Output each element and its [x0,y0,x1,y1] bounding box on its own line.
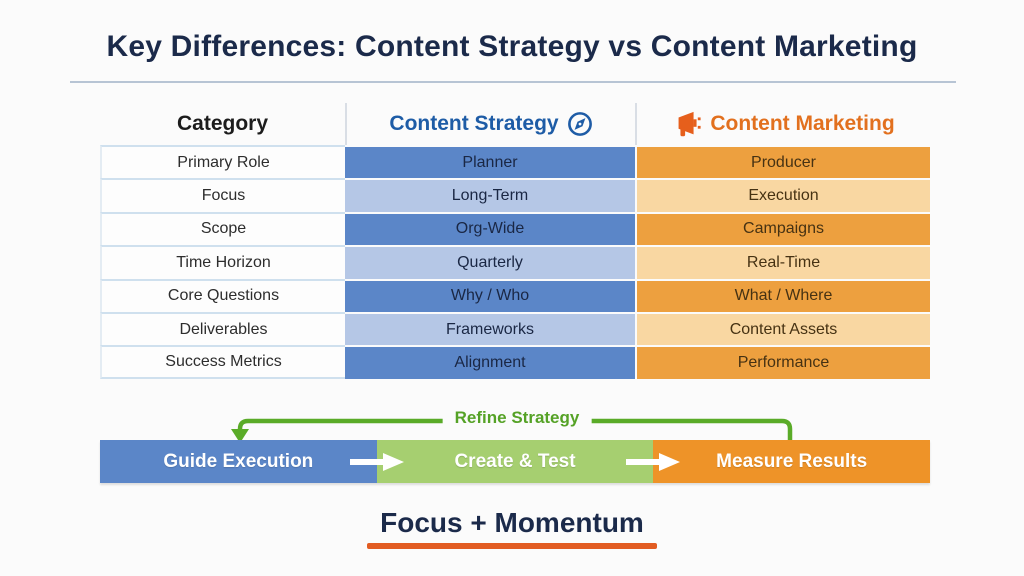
row-category: Scope [100,211,345,246]
arrow-right-icon [349,453,404,471]
table-row: Success Metrics Alignment Performance [100,345,930,379]
column-header-marketing: Content Marketing [635,103,930,145]
table-body: Primary Role Planner Producer Focus Long… [100,145,930,379]
column-header-strategy: Content Strategy [345,103,635,145]
page-title: Key Differences: Content Strategy vs Con… [106,30,918,63]
row-strategy-value: Why / Who [345,278,635,312]
row-marketing-value: Performance [635,345,930,379]
row-marketing-value: Campaigns [635,211,930,246]
row-strategy-value: Frameworks [345,311,635,346]
table-header-row: Category Content Strategy [100,103,930,145]
table-row: Time Horizon Quarterly Real-Time [100,245,930,279]
strategy-header-label: Content Strategy [389,112,559,135]
row-marketing-value: What / Where [635,278,930,312]
tagline: Focus + Momentum [380,507,644,538]
table-row: Scope Org-Wide Campaigns [100,211,930,246]
row-category: Focus [100,178,345,212]
compass-icon [567,111,593,137]
row-category: Time Horizon [100,245,345,279]
flow-step-create-test: Create & Test [376,440,654,483]
row-strategy-value: Planner [345,145,635,179]
tagline-underline [367,543,657,549]
process-flow-bar: Guide Execution Create & Test Measure Re… [100,440,931,483]
table-row: Primary Role Planner Producer [100,145,930,179]
row-strategy-value: Org-Wide [345,211,635,246]
row-marketing-value: Producer [635,145,930,179]
table-row: Core Questions Why / Who What / Where [100,278,930,312]
refine-strategy-label: Refine Strategy [442,408,592,428]
row-category: Core Questions [100,278,345,312]
megaphone-icon [672,109,702,139]
arrow-right-icon [626,453,681,471]
column-header-category: Category [100,103,345,145]
row-marketing-value: Execution [635,178,930,212]
row-strategy-value: Quarterly [345,245,635,279]
row-category: Deliverables [100,311,345,346]
table-row: Deliverables Frameworks Content Assets [100,311,930,346]
flow-step-guide-execution: Guide Execution [100,440,377,483]
table-row: Focus Long-Term Execution [100,178,930,212]
title-divider [70,81,956,83]
category-header-label: Category [176,112,269,135]
marketing-header-label: Content Marketing [710,112,895,135]
flow-step-measure-results: Measure Results [653,440,931,483]
row-strategy-value: Long-Term [345,178,635,212]
row-category: Primary Role [100,145,345,179]
comparison-table: Category Content Strategy [100,103,930,379]
row-strategy-value: Alignment [345,345,635,379]
row-category: Success Metrics [100,345,345,379]
row-marketing-value: Content Assets [635,311,930,346]
row-marketing-value: Real-Time [635,245,930,279]
